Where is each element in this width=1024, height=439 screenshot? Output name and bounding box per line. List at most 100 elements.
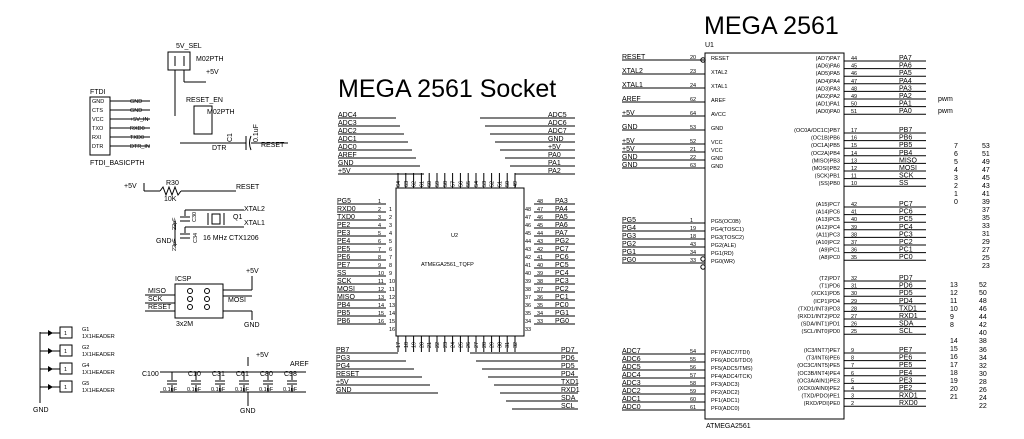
icsp-pin-dot: [187, 288, 193, 294]
arduino-num-b: 39: [982, 199, 990, 206]
mega-pd-net: TXD1: [899, 305, 917, 312]
socket-bottom-right-net: RXD1: [561, 387, 580, 394]
arduino-num-a: 3: [954, 175, 958, 182]
mega-pg-net: PG2: [622, 241, 636, 248]
socket-left-pin-number: 8: [378, 255, 381, 261]
mega-pe-pin-name: (OC3A/AIN1)PE3: [797, 378, 840, 384]
cap-name: C31: [212, 371, 225, 378]
fivev-sel-net: +5V: [206, 69, 219, 76]
mega-pa-pin-name: (AD6)PA6: [816, 64, 840, 70]
header-pin-number: 1: [64, 367, 67, 373]
header-name: G2: [82, 345, 89, 351]
socket-left-pin-number: 5: [378, 231, 381, 237]
mega-adc-pin-number: 59: [690, 389, 696, 395]
mega-adc-pin-name: PF1(ADC1): [711, 398, 740, 404]
mega-pa-net: PA7: [899, 55, 912, 62]
socket-bottom-pin-number: 19: [412, 342, 418, 348]
socket-right-net: PA4: [555, 206, 568, 213]
mega-left-pin-number: 64: [690, 111, 696, 117]
socket-right-pin-number: 45: [537, 223, 543, 229]
mega-pe-pin-number: 2: [851, 401, 854, 407]
r30-value: 10K: [164, 196, 177, 203]
r30-resistor: +5V R30 10K RESET: [124, 180, 260, 203]
mega-pb-pin-number: 15: [851, 143, 857, 149]
socket-top-pin-number: 56: [458, 181, 464, 187]
crystal-gnd: GND: [156, 238, 172, 245]
socket-right-net: PA7: [555, 230, 568, 237]
mega-vcc-net: +5V: [622, 146, 635, 153]
ftdi-pin-label: GND: [92, 99, 104, 105]
header-part: 1X1HEADER: [82, 388, 115, 394]
arduino-num-f: 26: [979, 387, 987, 394]
arduino-num-b: 29: [982, 239, 990, 246]
mega-pc-pin-name: (A9)PC1: [819, 248, 840, 254]
reset-en-jumper: RESET_EN M02PTH DTR C1 0.1uF RESET: [186, 97, 288, 152]
cap-name: C80: [260, 371, 273, 378]
header-part: 1X1HEADER: [82, 334, 115, 340]
header-name: G5: [82, 381, 89, 387]
socket-left-net: PE7: [337, 262, 350, 269]
socket-right-net: PA6: [555, 222, 568, 229]
socket-inner-right-number: 48: [525, 207, 531, 213]
cap-name: C100: [142, 371, 159, 378]
socket-bottom-pin-number: 31: [505, 342, 511, 348]
mega-pe-pin-number: 5: [851, 378, 854, 384]
cap-value: 0.1uF: [187, 387, 202, 393]
mega-left-net: +5V: [622, 110, 635, 117]
socket-ref: U2: [451, 233, 458, 239]
socket-top-left-net: ADC3: [338, 120, 357, 127]
socket-left-net: MISO: [337, 294, 355, 301]
socket-left-net: PE6: [337, 254, 350, 261]
socket-right-pin-number: 38: [537, 279, 543, 285]
socket-bottom-left-net: GND: [336, 387, 352, 394]
socket-left-net: TXD0: [337, 214, 355, 221]
c1-reset-net: RESET: [261, 142, 285, 149]
fivev-sel-jumper: 5V_SEL M02PTH +5V: [167, 43, 224, 116]
socket-inner-left-number: 7: [389, 255, 392, 261]
socket-right-net: PA3: [555, 198, 568, 205]
arduino-num-a: 1: [954, 191, 958, 198]
socket-bottom-pin-number: 20: [419, 342, 425, 348]
header-arrow: [48, 330, 53, 336]
arduino-num-c: 11: [950, 298, 957, 305]
socket-inner-left-number: 11: [389, 287, 395, 293]
socket-inner-right-number: 46: [525, 223, 531, 229]
mega-adc-net: ADC6: [622, 356, 641, 363]
mega-pe-net: PE6: [899, 355, 912, 362]
socket-top-right-net: GND: [548, 136, 564, 143]
mega-pc-net: PC4: [899, 224, 913, 231]
mega-pa-pin-number: 50: [851, 102, 857, 108]
ftdi-name: FTDI: [90, 89, 106, 96]
socket-right-pin-number: 42: [537, 247, 543, 253]
mega-left-pin-number: 62: [690, 97, 696, 103]
mega-pb-net: MOSI: [899, 165, 917, 172]
arduino-num-b: 45: [982, 175, 990, 182]
socket-bottom-pin-number: 30: [497, 342, 503, 348]
arduino-num-b: 33: [982, 223, 990, 230]
socket-inner-right-number: 41: [525, 263, 531, 269]
mega-pb-net: PB7: [899, 127, 912, 134]
mega-pe-pin-name: (OC3B/INT4)PE4: [798, 371, 840, 377]
socket-right-net: PC0: [555, 302, 569, 309]
mega-pg-net: PG5: [622, 217, 636, 224]
arduino-num-c: 10: [950, 306, 958, 313]
mega-pd-pin-number: 25: [851, 329, 857, 335]
socket-inner-left-number: 12: [389, 295, 395, 301]
ftdi-pin-label: VCC: [92, 117, 104, 123]
mega-pb-pin-name: (SCK)PB1: [815, 174, 840, 180]
ftdi-net-label: GND: [130, 108, 142, 114]
mega-pa-pin-number: 51: [851, 109, 857, 115]
mega-left-pin-number: 53: [690, 125, 696, 131]
mega-pa-pin-number: 44: [851, 56, 857, 62]
socket-left-net: PE4: [337, 238, 350, 245]
socket-bottom-pin-number: 21: [427, 342, 433, 348]
mega-left-net: GND: [622, 124, 638, 131]
socket-bottom-pin-number: 17: [396, 342, 402, 348]
mega-pc-pin-number: 42: [851, 202, 857, 208]
arduino-num-e: 14: [950, 338, 958, 345]
mega-adc-net: ADC7: [622, 348, 641, 355]
reset-en-part: M02PTH: [207, 109, 235, 116]
arduino-num-f: 32: [979, 363, 987, 370]
mega-pa-pin-name: (AD7)PA7: [816, 56, 840, 62]
